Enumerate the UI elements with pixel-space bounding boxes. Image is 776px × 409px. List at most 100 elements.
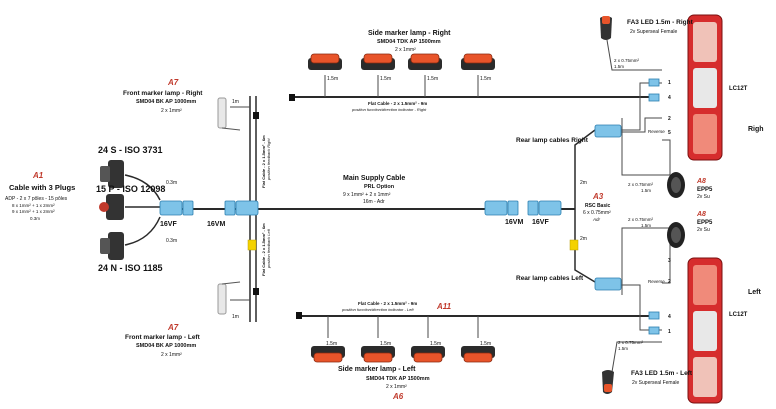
fa3-right-len: 1.5m <box>614 64 624 69</box>
epp-right-spec: 2 x 0.75mm² <box>628 182 654 187</box>
side-right-len-1: 1.5m <box>327 76 338 82</box>
plug-15p <box>99 194 124 220</box>
side-marker-lamp-l2 <box>361 346 395 363</box>
fa3-left-title: FA3 LED 1.5m - Left <box>631 370 693 377</box>
rsc-to-rear-right-1 <box>620 82 662 131</box>
a1-line1: ADP - 2 x 7 pôles - 15 pôles <box>5 196 68 202</box>
side-left-model: SMD04 TDK AP 1500mm <box>366 376 430 382</box>
epp-right-wire <box>621 118 671 176</box>
rsc-len-bot: 2m <box>580 236 587 242</box>
main-title: Main Supply Cable <box>343 175 405 182</box>
connector-16vm-left-cap <box>224 200 236 216</box>
pin-connector-r4 <box>648 93 660 102</box>
pin-l-reverse: 2 <box>668 279 671 285</box>
pin-l-4: 4 <box>668 314 671 320</box>
rear-lamp-left <box>687 257 723 404</box>
epp-lamp-left <box>667 222 685 248</box>
connector-16vf-right <box>538 200 562 216</box>
a1-line2: 8 x 1mm² + 1 x 2mm² <box>12 203 55 208</box>
front-marker-lamp-right <box>217 97 241 131</box>
plug-24s <box>100 160 124 188</box>
side-left-len-2: 1.5m <box>380 341 391 347</box>
plug-24s-label: 24 S - ISO 3731 <box>98 145 163 155</box>
label-16vm-right: 16VM <box>505 219 523 226</box>
rear-right-model: LC12T <box>729 86 748 92</box>
connector-16vf-left-cap <box>182 200 194 216</box>
side-marker-lamp-l4 <box>461 346 495 363</box>
rear-right-connector <box>594 124 622 138</box>
rsc-adr: Adr <box>592 217 601 222</box>
side-marker-lamp-r3 <box>408 53 442 70</box>
side-marker-lamp-r2 <box>361 53 395 70</box>
pin-r-1: 1 <box>668 80 671 86</box>
fa3-left-wire <box>611 341 662 373</box>
rear-left-label: Rear lamp cables Left <box>516 275 584 282</box>
side-marker-lamp-l3 <box>411 346 445 363</box>
side-right-cable: Flat Cable - 2 x 1.5mm² - 9m <box>368 101 427 106</box>
side-right-len-3: 1.5m <box>427 76 438 82</box>
label-16vf-right: 16VF <box>532 219 549 226</box>
reverse-left-label: Reverse <box>648 279 665 284</box>
main-len: 16m - Adr <box>363 199 385 205</box>
fa3-left-sub: 2v Superseal Female <box>632 380 679 386</box>
side-marker-lamp-r1 <box>308 53 342 70</box>
side-left-spec: 2 x 1mm² <box>386 384 407 390</box>
epp-right-code: A8 <box>696 178 706 185</box>
label-16vm-left: 16VM <box>207 221 225 228</box>
rear-right-label: Rear lamp cables Right <box>516 137 589 144</box>
side-right-spec: 2 x 1mm² <box>395 47 416 53</box>
pin-r-5: 5 <box>668 130 671 136</box>
front-left-title: Front marker lamp - Left <box>125 334 201 341</box>
front-right-spec: 2 x 1mm² <box>161 108 182 114</box>
yellow-marker-front <box>247 239 257 251</box>
front-right-code: A7 <box>167 78 179 87</box>
rear-left-side: Left <box>748 289 762 296</box>
fa3-left-len: 1.5m <box>618 346 628 351</box>
epp-lamp-right <box>667 172 685 198</box>
plug-top-cable <box>124 174 161 201</box>
pin-l-3: 3 <box>668 258 671 264</box>
rsc-spec: 6 x 0.75mm² <box>583 210 611 216</box>
front-left-cable-desc: position feedback Left <box>266 228 271 269</box>
side-right-model: SMD04 TDK AP 1500mm <box>377 39 441 45</box>
epp-right-name: EPP5 <box>697 187 713 193</box>
epp-right-len: 1.5m <box>641 188 651 193</box>
rear-right-side: Righ <box>748 126 764 133</box>
fa3-lamp-right <box>600 16 612 40</box>
fa3-lamp-left <box>602 370 614 394</box>
rsc-code: A3 <box>592 192 604 201</box>
rsc-to-rear-right-2 <box>620 117 662 133</box>
yellow-marker-rsc <box>569 239 579 251</box>
rear-left-connector <box>594 277 622 291</box>
connector-16vm-left <box>235 200 259 216</box>
fa3-right-wire <box>606 39 662 71</box>
side-right-len-4: 1.5m <box>480 76 491 82</box>
epp-left-len: 1.5m <box>641 223 651 228</box>
side-marker-lamp-l1 <box>311 346 345 363</box>
rear-lamp-right <box>687 14 723 161</box>
front-left-code: A7 <box>167 323 179 332</box>
front-left-cable-end <box>253 288 259 295</box>
side-left-len-1: 1.5m <box>326 341 337 347</box>
fa3-right-sub: 2v Superseal Female <box>630 29 677 35</box>
pin-connector-l4 <box>648 311 660 320</box>
fa3-right-spec: 2 x 0.75mm² <box>614 58 640 63</box>
rsc-split-up <box>574 129 596 209</box>
side-right-len-2: 1.5m <box>380 76 391 82</box>
side-left-len-4: 1.5m <box>480 341 491 347</box>
a1-code: A1 <box>32 171 44 180</box>
main-sub: PRL Option <box>364 184 395 190</box>
label-16vf-left: 16VF <box>160 221 177 228</box>
epp-left-spec: 2 x 0.75mm² <box>628 217 654 222</box>
front-right-title: Front marker lamp - Right <box>123 90 203 97</box>
front-left-len: 1m <box>232 314 239 320</box>
side-right-cable-end <box>289 94 295 101</box>
pin-r-2: 2 <box>668 116 671 122</box>
plug-bot-len: 0.3m <box>166 238 177 244</box>
side-left-code: A6 <box>392 392 404 401</box>
main-spec: 9 x 1mm² + 2 x 1mm² <box>343 192 391 198</box>
front-left-cable: Flat Cable - 2 x 1.5mm² - 6m <box>261 223 266 276</box>
reverse-right-label: Reverse <box>648 129 665 134</box>
plug-24n <box>100 232 124 260</box>
side-left-cable-code: A11 <box>436 302 452 311</box>
